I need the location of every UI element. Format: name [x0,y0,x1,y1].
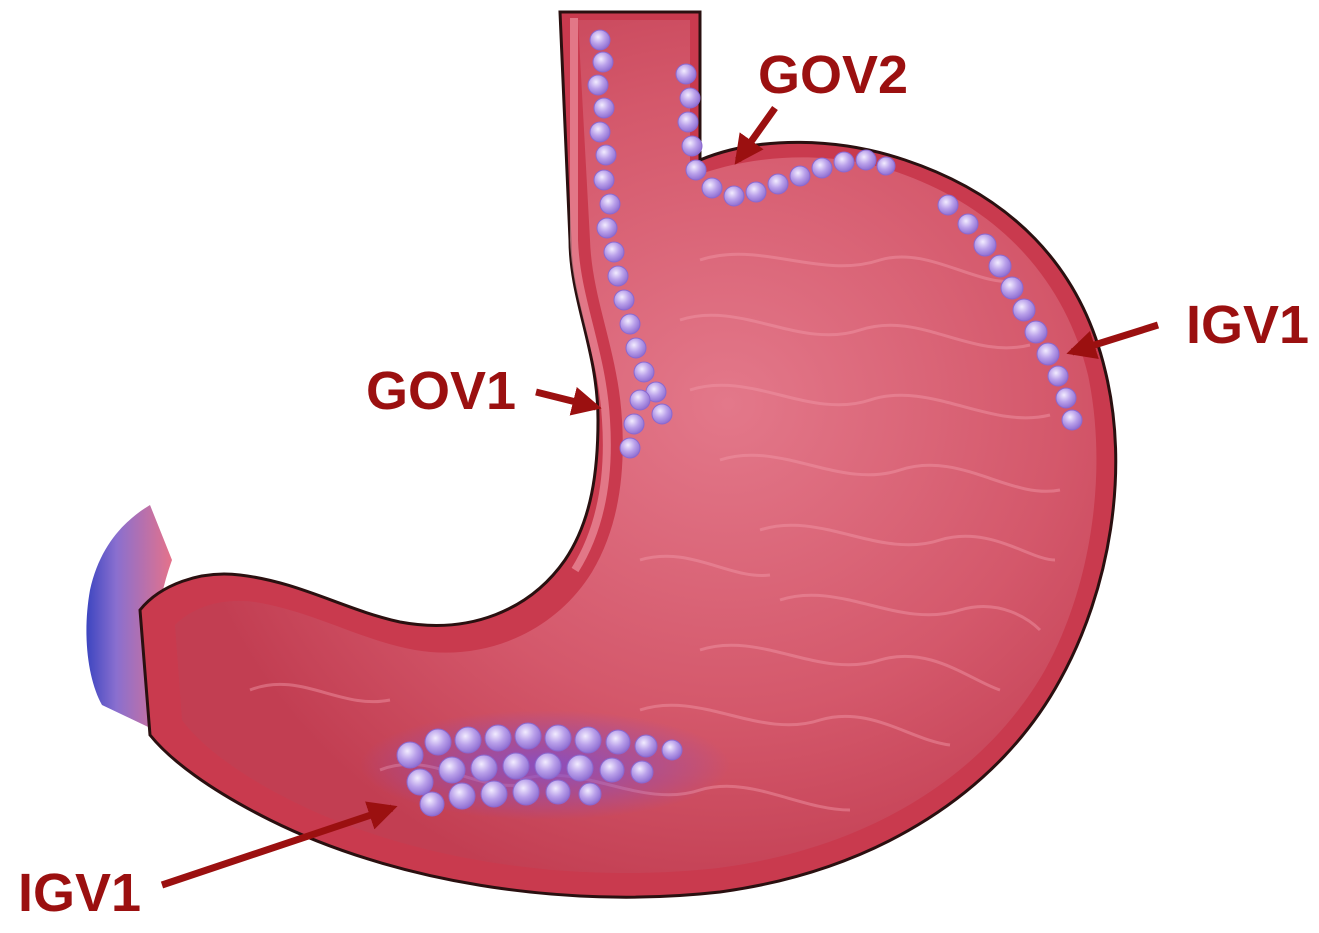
gov1-label: GOV1 [366,364,516,418]
igv1-right-label: IGV1 [1186,298,1309,352]
gov1-arrow [536,392,596,407]
igv1-bottom-label: IGV1 [18,866,141,920]
gov2-label: GOV2 [758,48,908,102]
